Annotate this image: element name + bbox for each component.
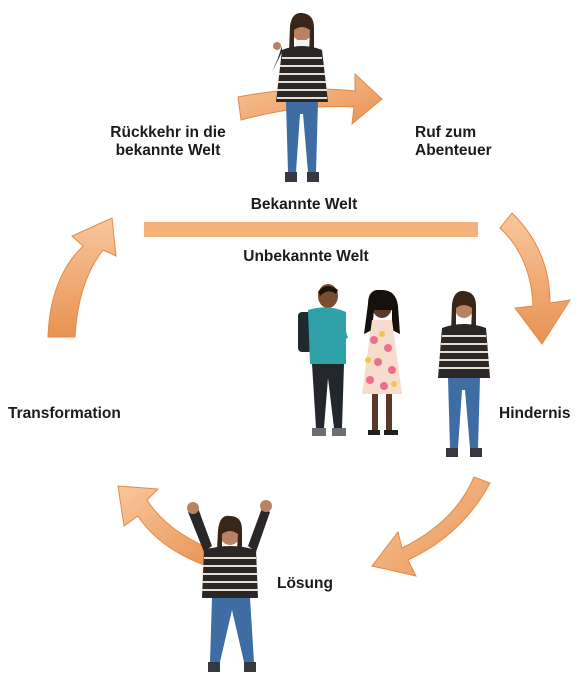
label-return: Rückkehr in die bekannte Welt [78,124,258,160]
label-call-line2: Abenteuer [415,141,492,159]
label-obstacle: Hindernis [499,405,571,422]
label-call-line1: Ruf zum [415,124,477,141]
label-transformation: Transformation [8,405,121,422]
world-divider [144,222,478,237]
label-solution: Lösung [277,575,333,592]
person-thinking-figure [438,290,490,457]
label-unknown-world: Unbekannte Welt [243,248,369,265]
arrow-lower-right [371,476,491,577]
person-girl-dress-figure [362,290,402,435]
arrow-left [47,217,117,338]
label-return-line2: bekannte Welt [115,141,221,159]
label-return-line1: Rückkehr in die [110,124,226,141]
label-known-world: Bekannte Welt [250,196,358,213]
arrow-lower-left [117,485,219,569]
person-top-figure [272,12,328,182]
person-jumping-figure [187,500,272,672]
arrow-right [499,212,572,345]
label-call-to-adventure: Ruf zum Abenteuer [415,124,492,160]
person-boy-figure [298,284,348,436]
